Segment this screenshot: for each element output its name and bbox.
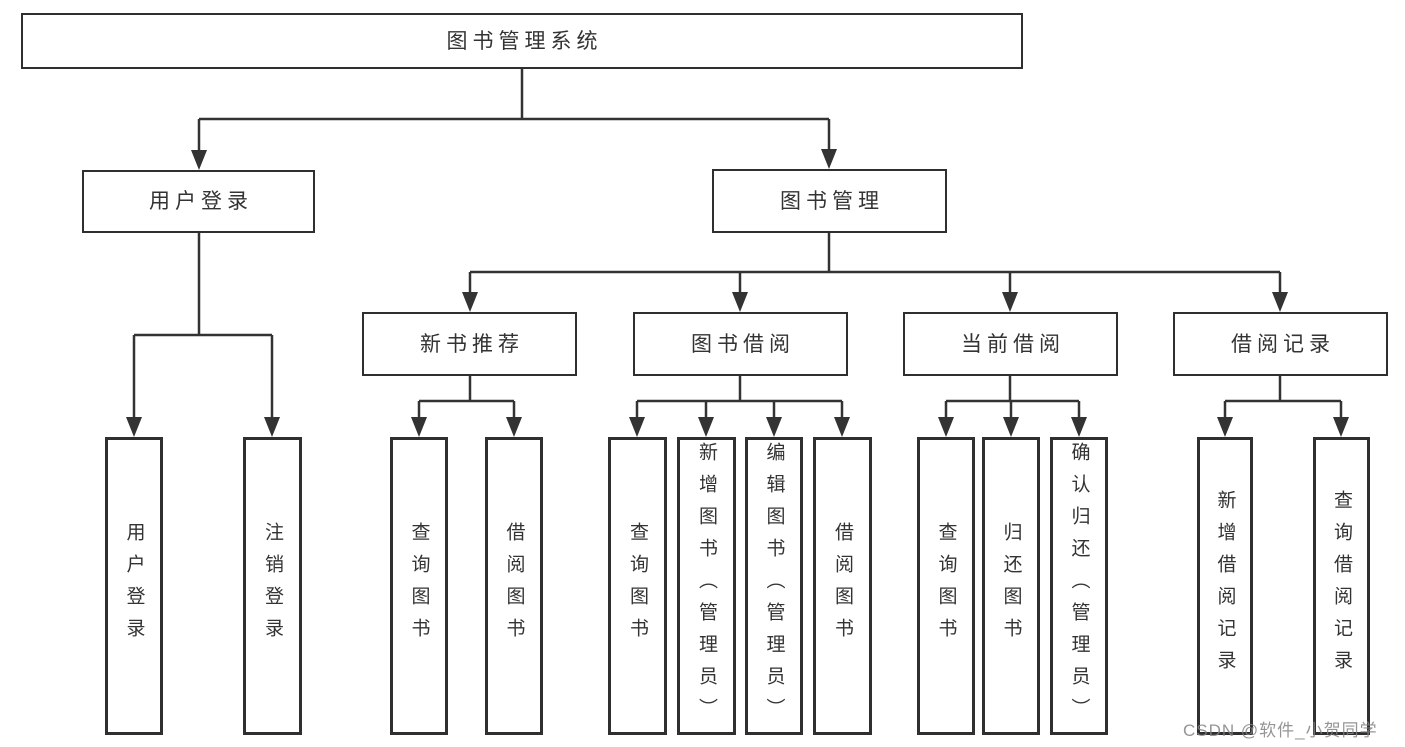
node-recommend-borrow-book-label: 借阅图书 bbox=[503, 522, 525, 650]
arrowhead bbox=[629, 417, 645, 437]
node-borrowing-query-book-label: 查询图书 bbox=[627, 522, 648, 650]
arrowhead bbox=[821, 149, 837, 169]
arrowhead bbox=[698, 417, 714, 437]
connector-lines bbox=[132, 69, 1343, 423]
node-new-book-recommend-label: 新书推荐 bbox=[420, 332, 524, 356]
node-borrowing-query-book: 查询图书 bbox=[608, 437, 667, 735]
node-login-label: 用户登录 bbox=[123, 522, 145, 650]
csdn-watermark: CSDN @软件_小贺同学 bbox=[1183, 721, 1378, 740]
arrowhead bbox=[766, 417, 782, 437]
node-logout-label: 注销登录 bbox=[262, 522, 283, 650]
arrowhead bbox=[126, 417, 142, 437]
node-query-borrow-record-label: 查询借阅记录 bbox=[1331, 490, 1352, 682]
arrowhead bbox=[1002, 292, 1018, 312]
arrowhead bbox=[462, 292, 478, 312]
node-user-login: 用户登录 bbox=[82, 170, 315, 233]
node-add-borrow-record-label: 新增借阅记录 bbox=[1214, 490, 1236, 682]
node-book-borrowing: 图书借阅 bbox=[633, 312, 848, 376]
node-borrowing-borrow-book: 借阅图书 bbox=[813, 437, 872, 735]
node-book-borrowing-label: 图书借阅 bbox=[691, 332, 795, 356]
node-recommend-query-book-label: 查询图书 bbox=[408, 522, 430, 650]
node-add-book-admin-label: 新增图书（管理员） bbox=[696, 442, 717, 730]
node-confirm-return-admin-label: 确认归还（管理员） bbox=[1068, 442, 1090, 730]
node-library-system-label: 图书管理系统 bbox=[446, 29, 603, 53]
arrowheads bbox=[126, 149, 1349, 437]
node-edit-book-admin: 编辑图书（管理员） bbox=[745, 437, 803, 735]
node-user-login-label: 用户登录 bbox=[149, 190, 253, 213]
arrowhead bbox=[506, 417, 522, 437]
node-library-system: 图书管理系统 bbox=[21, 13, 1023, 69]
arrowhead bbox=[191, 150, 207, 170]
arrowhead bbox=[264, 417, 280, 437]
node-query-borrow-record: 查询借阅记录 bbox=[1313, 437, 1370, 735]
node-new-book-recommend: 新书推荐 bbox=[362, 312, 577, 376]
arrowhead bbox=[834, 417, 850, 437]
arrowhead bbox=[411, 417, 427, 437]
node-current-query-book: 查询图书 bbox=[917, 437, 975, 735]
node-book-management: 图书管理 bbox=[712, 169, 947, 233]
node-edit-book-admin-label: 编辑图书（管理员） bbox=[763, 442, 785, 730]
arrowhead bbox=[732, 292, 748, 312]
node-book-management-label: 图书管理 bbox=[780, 189, 884, 213]
arrowhead bbox=[1272, 292, 1288, 312]
node-return-book: 归还图书 bbox=[982, 437, 1040, 735]
node-logout: 注销登录 bbox=[243, 437, 302, 735]
node-add-borrow-record: 新增借阅记录 bbox=[1197, 437, 1253, 735]
node-current-borrowing: 当前借阅 bbox=[903, 312, 1118, 376]
arrowhead bbox=[1003, 417, 1019, 437]
node-confirm-return-admin: 确认归还（管理员） bbox=[1050, 437, 1108, 735]
node-current-borrowing-label: 当前借阅 bbox=[961, 332, 1065, 356]
node-recommend-query-book: 查询图书 bbox=[390, 437, 448, 735]
arrowhead bbox=[1071, 417, 1087, 437]
arrowhead bbox=[938, 417, 954, 437]
node-return-book-label: 归还图书 bbox=[1000, 522, 1022, 650]
node-borrowing-records-label: 借阅记录 bbox=[1231, 332, 1335, 356]
arrowhead bbox=[1217, 417, 1233, 437]
node-borrowing-records: 借阅记录 bbox=[1173, 312, 1388, 376]
node-login: 用户登录 bbox=[105, 437, 163, 735]
arrowhead bbox=[1333, 417, 1349, 437]
node-borrowing-borrow-book-label: 借阅图书 bbox=[832, 522, 853, 650]
node-add-book-admin: 新增图书（管理员） bbox=[677, 437, 736, 735]
node-recommend-borrow-book: 借阅图书 bbox=[485, 437, 543, 735]
node-current-query-book-label: 查询图书 bbox=[935, 522, 957, 650]
